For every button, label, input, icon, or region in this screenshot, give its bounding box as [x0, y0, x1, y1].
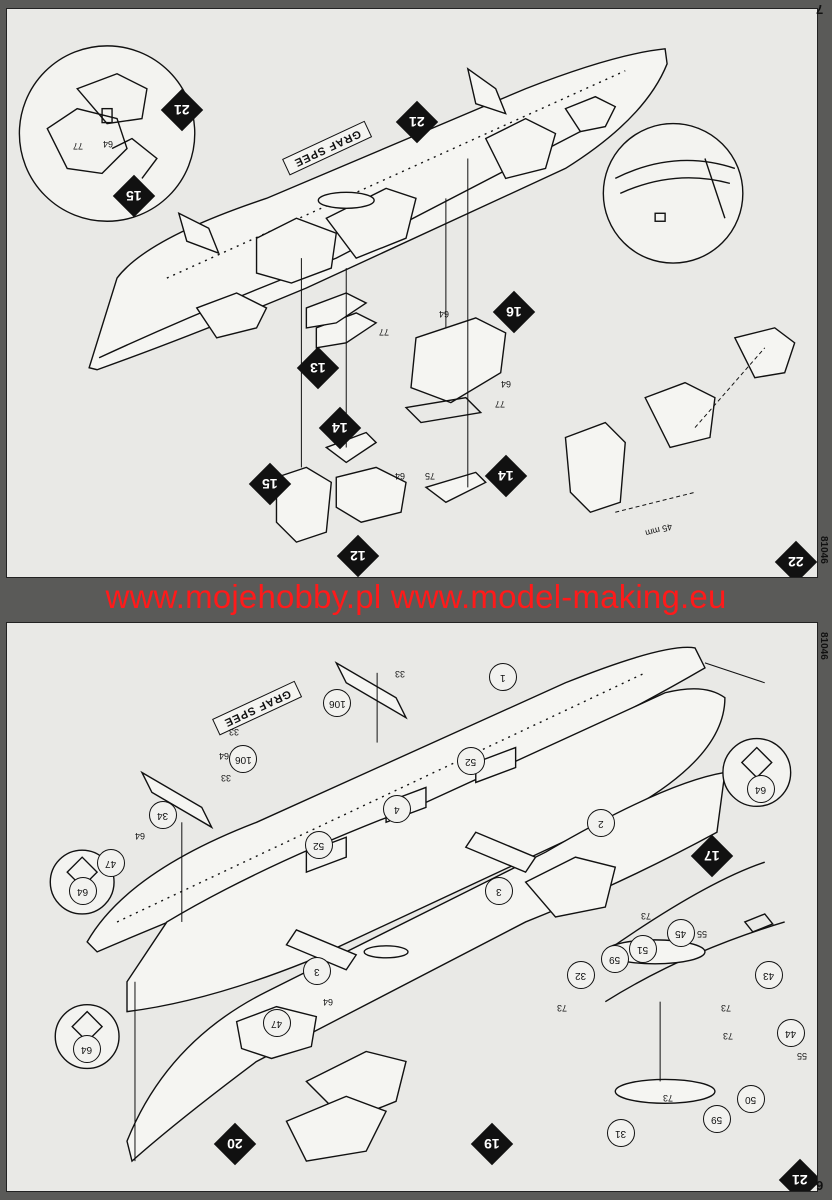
part-circle: 52 — [305, 831, 333, 859]
part-label: 73 — [557, 1003, 568, 1013]
part-label: 73 — [723, 1031, 734, 1041]
part-circle: 106 — [229, 745, 257, 773]
part-label: 33 — [221, 773, 232, 783]
part-circle: 64 — [73, 1035, 101, 1063]
part-circle: 64 — [747, 775, 775, 803]
part-label: 64 — [501, 379, 512, 389]
page-number-top: 7 — [816, 2, 824, 17]
part-circle: 64 — [69, 877, 97, 905]
part-circle: 47 — [97, 849, 125, 877]
catalog-number-bottom: 81046 — [818, 632, 829, 660]
part-label: 75 — [425, 471, 436, 481]
part-label: 55 — [697, 929, 708, 939]
part-circle: 31 — [607, 1119, 635, 1147]
part-circle: 51 — [629, 935, 657, 963]
part-circle: 3 — [485, 877, 513, 905]
part-circle: 32 — [567, 961, 595, 989]
part-circle: 34 — [149, 801, 177, 829]
watermark: www.mojehobby.pl www.model-making.eu — [105, 578, 727, 615]
part-label: 73 — [663, 1093, 674, 1103]
part-label: 77 — [73, 141, 84, 151]
part-label: 64 — [439, 309, 450, 319]
part-circle: 2 — [587, 809, 615, 837]
part-label: 73 — [721, 1003, 732, 1013]
part-circle: 44 — [777, 1019, 805, 1047]
part-label: 77 — [379, 327, 390, 337]
part-label: 33 — [229, 727, 240, 737]
part-circle: 106 — [323, 689, 351, 717]
part-circle: 59 — [703, 1105, 731, 1133]
part-label: 55 — [797, 1051, 808, 1061]
part-circle: 50 — [737, 1085, 765, 1113]
part-circle: 3 — [303, 957, 331, 985]
catalog-number-top: 81046 — [818, 536, 829, 564]
part-label: 77 — [495, 399, 506, 409]
assembly-drawing-bottom — [49, 646, 792, 1163]
part-label: 33 — [395, 669, 406, 679]
part-circle: 47 — [263, 1009, 291, 1037]
part-label: 64 — [135, 831, 146, 841]
part-label: 64 — [323, 997, 334, 1007]
part-label: 64 — [103, 139, 114, 149]
part-circle: 59 — [601, 945, 629, 973]
instruction-sheet-top: 21 15 21 16 13 14 15 12 14 22 GRAF SPEE … — [6, 8, 818, 578]
part-circle: 43 — [755, 961, 783, 989]
part-circle: 45 — [667, 919, 695, 947]
part-circle: 52 — [457, 747, 485, 775]
part-label: 64 — [395, 471, 406, 481]
part-circle: 1 — [489, 663, 517, 691]
part-label: 64 — [219, 751, 230, 761]
part-circle: 4 — [383, 795, 411, 823]
instruction-sheet-bottom: 17 20 19 21 GRAF SPEE 1 106 106 34 4 52 … — [6, 622, 818, 1192]
part-label: 73 — [641, 911, 652, 921]
assembly-drawing-top — [18, 45, 796, 543]
page-number-bottom: 6 — [816, 1178, 824, 1193]
